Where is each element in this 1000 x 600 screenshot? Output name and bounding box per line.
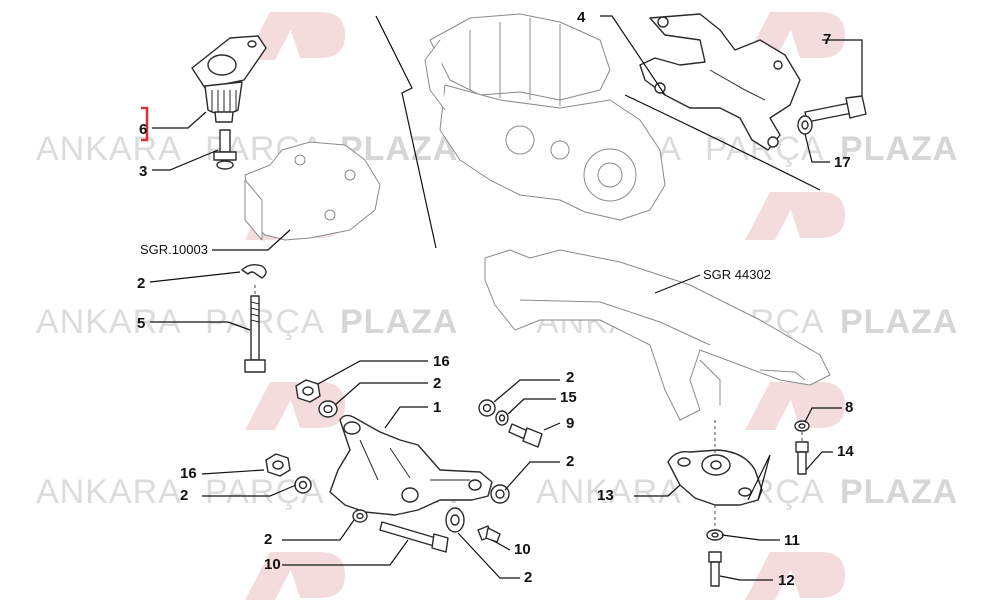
ap-logo-watermark [745,552,845,600]
bolt-12 [708,551,722,587]
ap-logo-watermark [745,192,845,240]
callout-6[interactable]: 6 [139,121,147,138]
sgr-left-leader [212,229,291,251]
bolt-10-short [477,525,501,543]
callout-8[interactable]: 8 [845,399,853,416]
callout-12[interactable]: 12 [778,572,795,589]
watermark-brand-c: PLAZA [840,473,958,511]
callout-9[interactable]: 9 [566,415,574,432]
clip-washer-2-top [241,263,267,279]
subframe-reference-label: SGR 44302 [703,267,771,282]
engine-side-bracket: SGR.10003 [140,141,381,257]
ap-logo-watermark [245,552,345,600]
watermark-brand-a: ANKARA [36,130,182,168]
bolt-7 [804,95,867,123]
watermark-brand-c: PLAZA [340,303,458,341]
engine-mount-6 [191,35,267,123]
washer-11 [706,529,724,541]
callout-2[interactable]: 2 [524,569,532,586]
ap-logo-watermark [745,382,845,430]
leader-lines [149,15,863,581]
upper-right-mounting-bracket [639,13,801,151]
callout-16[interactable]: 16 [433,353,450,370]
bracket-reference-label: SGR.10003 [140,242,208,257]
callout-10[interactable]: 10 [514,541,531,558]
front-subframe: SGR 44302 [484,249,831,421]
callout-11[interactable]: 11 [784,532,800,549]
callout-2[interactable]: 2 [433,375,441,392]
callout-5[interactable]: 5 [137,315,145,332]
callout-3[interactable]: 3 [139,163,147,180]
callout-16[interactable]: 16 [180,465,197,482]
washer-15 [495,410,509,426]
selected-callout-bracket [141,106,149,142]
cut-line-right [624,94,821,191]
rubber-mount-13 [667,449,771,506]
callout-2[interactable]: 2 [137,275,145,292]
callout-4[interactable]: 4 [577,9,586,26]
callout-14[interactable]: 14 [837,443,854,460]
engine-and-gearbox-outline [375,13,821,249]
watermark-brand-c: PLAZA [840,303,958,341]
long-bolt-10 [379,521,449,553]
callout-13[interactable]: 13 [597,487,614,504]
sgr-right-leader [654,274,701,294]
ap-logo-watermark [245,12,345,60]
washer-2-bottom-right [445,507,465,533]
callout-2[interactable]: 2 [566,369,574,386]
lower-support-bracket-1 [329,414,493,516]
nut-16-top [295,379,321,403]
washer-2-bolt9 [478,399,496,417]
bolt-9 [508,423,543,448]
alignment-lines [254,285,803,530]
callout-2[interactable]: 2 [180,487,188,504]
washer-2-left-lower [294,476,312,494]
watermark-brand-c: PLAZA [840,130,958,168]
callout-labels: 6 3 2 5 16 2 1 16 2 2 10 2 10 2 15 9 2 4… [137,9,854,589]
cut-break-line [375,15,437,249]
callout-2[interactable]: 2 [264,531,272,548]
callout-7[interactable]: 7 [823,31,831,48]
watermark-brand-a: ANKARA [36,473,182,511]
bolt-3 [213,129,237,170]
washer-2-upper [318,400,338,418]
watermark-brand-a: ANKARA [536,473,682,511]
callout-15[interactable]: 15 [560,389,577,406]
nut-16-bottom [265,453,291,477]
washer-2-bottom-left [352,509,368,523]
callout-17[interactable]: 17 [834,154,851,171]
washer-2-right [490,484,510,504]
long-bolt-5 [244,295,266,373]
callout-2[interactable]: 2 [566,453,574,470]
bolt-14 [795,441,809,475]
callout-10[interactable]: 10 [264,556,281,573]
washer-17 [797,115,813,135]
washer-8 [794,420,810,432]
callout-1[interactable]: 1 [433,399,441,416]
